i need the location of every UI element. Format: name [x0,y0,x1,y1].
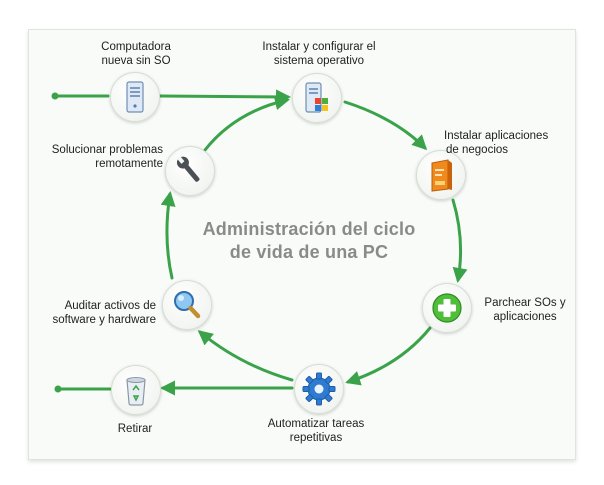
arrow-apps-to-patch [451,198,468,283]
arrow-new-to-os [158,89,291,105]
server-tower-icon [126,81,144,113]
node-retire [111,365,161,415]
node-patch [422,283,472,333]
arrow-troubleshoot-to-os [203,95,290,152]
arrow-audit-to-troubleshoot [160,191,176,280]
label-retire: Retirar [117,423,153,435]
node-install-apps [416,150,466,200]
entry-dot [51,92,59,100]
gear-icon [302,372,336,406]
server-windows-icon [305,82,328,113]
node-install-os [292,73,342,123]
diagram-title-line1: Administración del ciclo [202,219,416,239]
wrench-icon [176,155,200,182]
diagram-title-line2: de vida de una PC [229,242,389,262]
exit-dot [54,385,62,393]
node-new-pc [110,72,160,122]
magnifier-icon [174,291,201,319]
plus-circle-icon [432,293,462,323]
arrow-os-to-apps [343,100,428,151]
recycle-bin-icon [126,377,146,406]
diagram-title: Administración del ciclo de vida de una … [203,218,416,264]
arrow-patch-to-automate [345,326,432,386]
node-troubleshoot [165,146,215,196]
software-box-icon [431,159,452,192]
arrow-automate-to-audit [197,330,294,382]
node-audit [162,280,212,330]
node-automate [294,364,344,414]
